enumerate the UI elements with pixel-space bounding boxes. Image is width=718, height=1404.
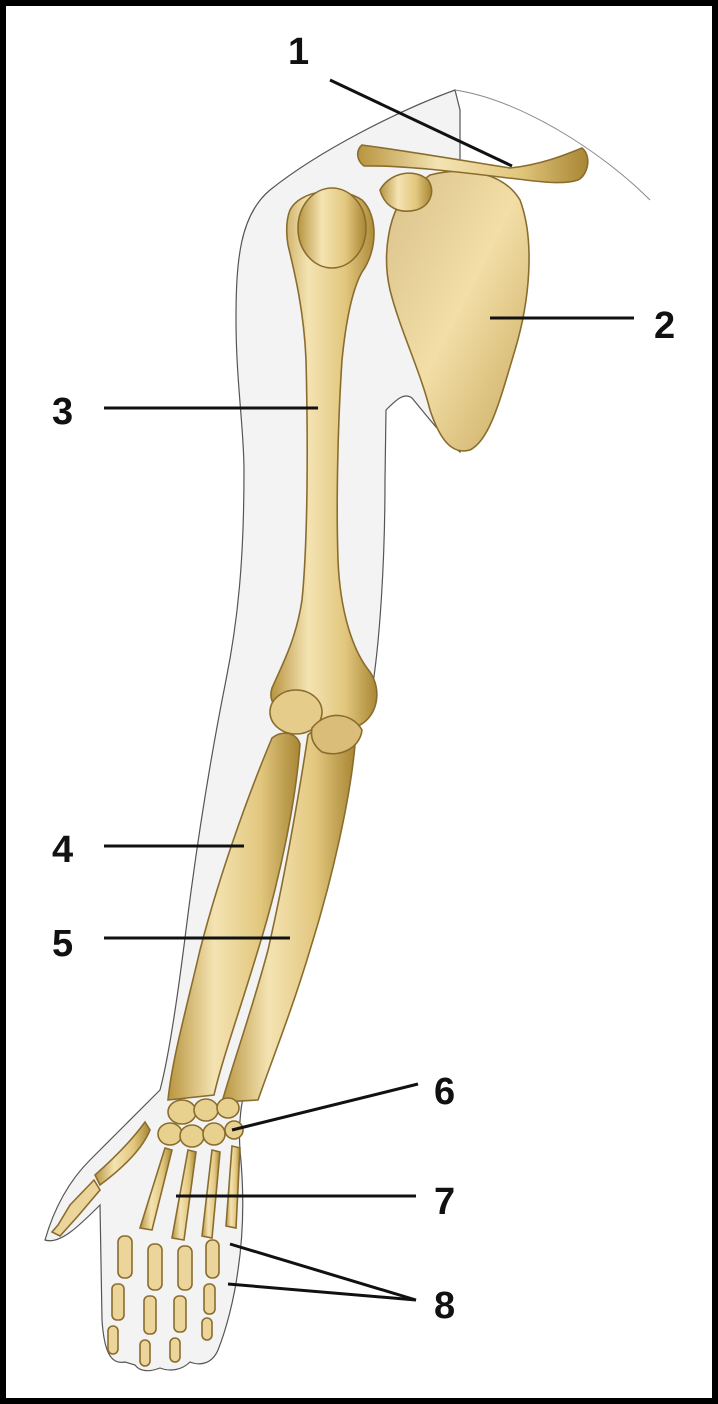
- label-3: 3: [52, 391, 73, 433]
- label-5: 5: [52, 923, 73, 965]
- label-2: 2: [654, 305, 675, 347]
- humeral-head: [298, 188, 366, 268]
- arm-skeleton-illustration: 1 2 3 4 5 6 7 8: [6, 6, 712, 1398]
- label-1: 1: [288, 31, 309, 73]
- label-6: 6: [434, 1071, 455, 1113]
- label-7: 7: [434, 1181, 455, 1223]
- label-8: 8: [434, 1285, 455, 1327]
- label-4: 4: [52, 829, 73, 871]
- scapula-bone: [387, 171, 529, 451]
